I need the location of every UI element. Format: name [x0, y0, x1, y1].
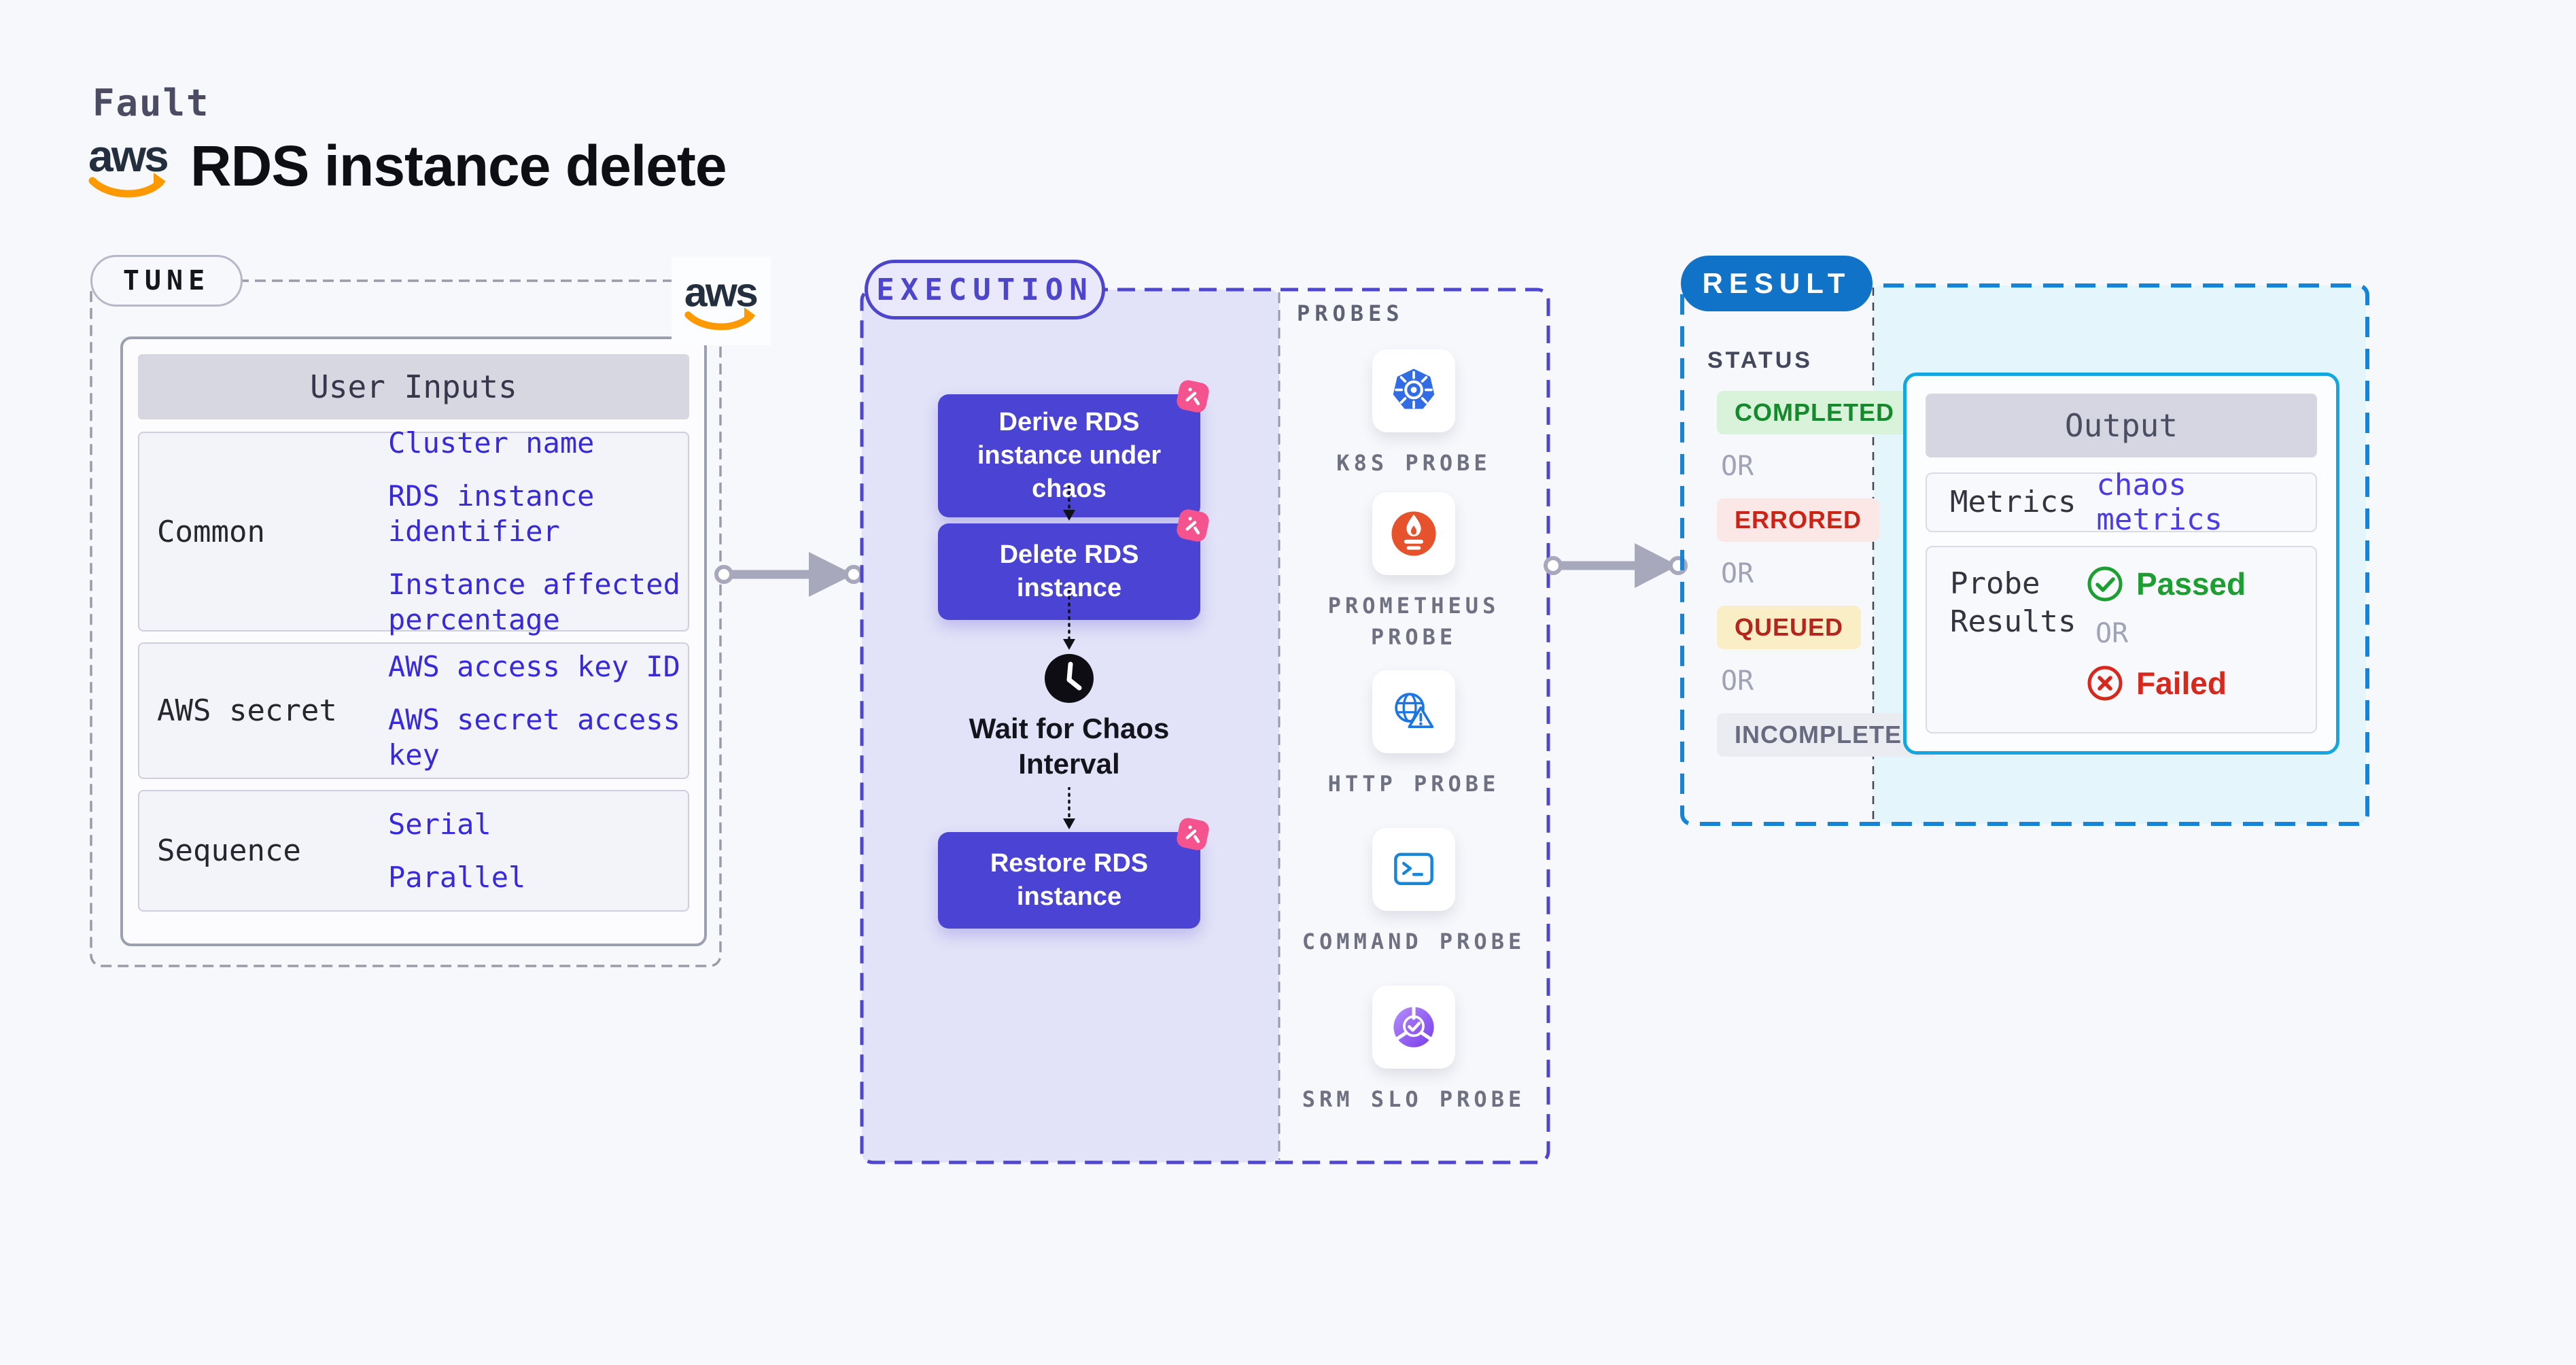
passed-label: Passed	[2136, 566, 2246, 602]
status-title: STATUS	[1707, 347, 1813, 373]
svg-text:aws: aws	[684, 269, 757, 315]
row-label: AWS secret	[157, 693, 337, 728]
input-value: Serial	[388, 807, 491, 841]
metrics-label: Metrics	[1950, 485, 2076, 519]
execution-flow: Derive RDS instance under chaos Delete R…	[859, 287, 1279, 1165]
svg-text:aws: aws	[88, 131, 167, 181]
flow-arrow-icon	[714, 552, 863, 597]
status-badge-queued: QUEUED	[1717, 606, 1862, 649]
probe-results-row: Probe Results Passed OR Faile	[1926, 546, 2317, 733]
failed-x-icon	[2087, 666, 2123, 701]
kubernetes-icon	[1372, 349, 1455, 432]
or-label: OR	[1721, 558, 1754, 589]
probe-http: HTTP PROBE	[1279, 670, 1548, 799]
step-label: Delete RDS instance	[999, 540, 1139, 602]
page-title: RDS instance delete	[190, 134, 727, 198]
status-badge-incompleted: INCOMPLETED	[1717, 713, 1938, 757]
aws-target-icon: aws	[672, 257, 771, 345]
step-label: Derive RDS instance under chaos	[977, 408, 1162, 503]
execution-badge: EXECUTION	[865, 260, 1105, 319]
probe-k8s: K8S PROBE	[1279, 349, 1548, 479]
input-value: AWS access key ID	[388, 649, 680, 683]
input-value: Instance affected percentage	[388, 568, 680, 636]
metrics-value: chaos metrics	[2096, 468, 2223, 537]
probe-srm-slo: SRM SLO PROBE	[1279, 986, 1548, 1115]
dotted-connector	[1063, 485, 1075, 521]
probe-results-values: Passed OR Failed	[2086, 565, 2246, 732]
failed-line: Failed	[2086, 664, 2246, 702]
fault-kicker: Fault	[92, 82, 210, 124]
output-table: Output Metrics chaos metrics Probe Resul…	[1903, 373, 2339, 755]
flow-arrow-icon	[1544, 543, 1688, 588]
probe-label: SRM SLO PROBE	[1302, 1086, 1526, 1112]
execution-badge-label: EXECUTION	[876, 272, 1094, 307]
status-badge-errored: ERRORED	[1717, 498, 1880, 542]
dotted-connector	[1063, 787, 1075, 829]
step-derive-rds: Derive RDS instance under chaos	[938, 380, 1209, 517]
input-value: Cluster name	[388, 426, 595, 460]
step-label: Restore RDS instance	[990, 849, 1149, 911]
row-values: Serial Parallel	[388, 791, 688, 910]
probes-title: PROBES	[1297, 300, 1404, 326]
chaos-scenario-icon	[1177, 509, 1209, 542]
input-value: Parallel	[388, 860, 526, 894]
row-label: Sequence	[157, 833, 301, 868]
probe-label: K8S PROBE	[1336, 450, 1491, 476]
tune-panel-border	[90, 279, 722, 967]
table-row-sequence: Sequence Serial Parallel	[138, 790, 689, 912]
probe-prometheus: PROMETHEUS PROBE	[1279, 492, 1548, 653]
status-badge-completed: COMPLETED	[1717, 391, 1913, 434]
row-values: Cluster name RDS instance identifier Ins…	[388, 426, 688, 636]
metrics-row: Metrics chaos metrics	[1926, 468, 2317, 537]
step-wait-interval: Wait for Chaos Interval	[969, 712, 1170, 780]
user-inputs-table: User Inputs Common Cluster name RDS inst…	[120, 336, 707, 946]
result-badge-label: RESULT	[1702, 267, 1851, 299]
aws-logo-icon: aws	[87, 128, 170, 207]
or-label: OR	[1721, 666, 1754, 697]
user-inputs-header: User Inputs	[138, 354, 689, 419]
probe-label: HTTP PROBE	[1327, 771, 1500, 797]
clock-icon	[1043, 653, 1095, 708]
table-row-common: Common Cluster name RDS instance identif…	[138, 426, 689, 636]
failed-label: Failed	[2136, 666, 2227, 701]
result-badge: RESULT	[1681, 256, 1873, 311]
step-restore-rds: Restore RDS instance	[938, 818, 1209, 929]
chaos-scenario-icon	[1177, 380, 1209, 413]
probe-label: COMMAND PROBE	[1302, 929, 1526, 954]
status-column: STATUS COMPLETED OR ERRORED OR QUEUED OR…	[1679, 282, 1938, 827]
tune-badge: TUNE	[90, 255, 243, 307]
probe-results-label: Probe Results	[1950, 566, 2076, 639]
passed-check-icon	[2087, 566, 2123, 602]
or-label: OR	[1721, 451, 1754, 482]
globe-alert-icon	[1372, 670, 1455, 753]
dotted-connector	[1063, 590, 1075, 650]
input-value: AWS secret access key	[388, 702, 680, 772]
probe-label: PROMETHEUS PROBE	[1327, 593, 1500, 650]
table-row-aws-secret: AWS secret AWS access key ID AWS secret …	[138, 642, 689, 779]
tune-badge-label: TUNE	[122, 265, 211, 296]
probes-panel: PROBES K8S PROBE	[1279, 287, 1548, 1165]
passed-line: Passed	[2086, 565, 2246, 603]
input-value: RDS instance identifier	[388, 479, 595, 548]
row-label: Common	[157, 514, 265, 549]
chaos-scenario-icon	[1177, 818, 1209, 850]
output-header: Output	[1926, 394, 2317, 457]
probe-command: COMMAND PROBE	[1279, 828, 1548, 957]
or-label: OR	[2095, 618, 2129, 649]
slo-check-icon	[1372, 986, 1455, 1069]
prometheus-icon	[1372, 492, 1455, 575]
terminal-icon	[1372, 828, 1455, 911]
status-list: COMPLETED OR ERRORED OR QUEUED OR INCOMP…	[1717, 391, 1938, 757]
row-values: AWS access key ID AWS secret access key	[388, 644, 688, 778]
